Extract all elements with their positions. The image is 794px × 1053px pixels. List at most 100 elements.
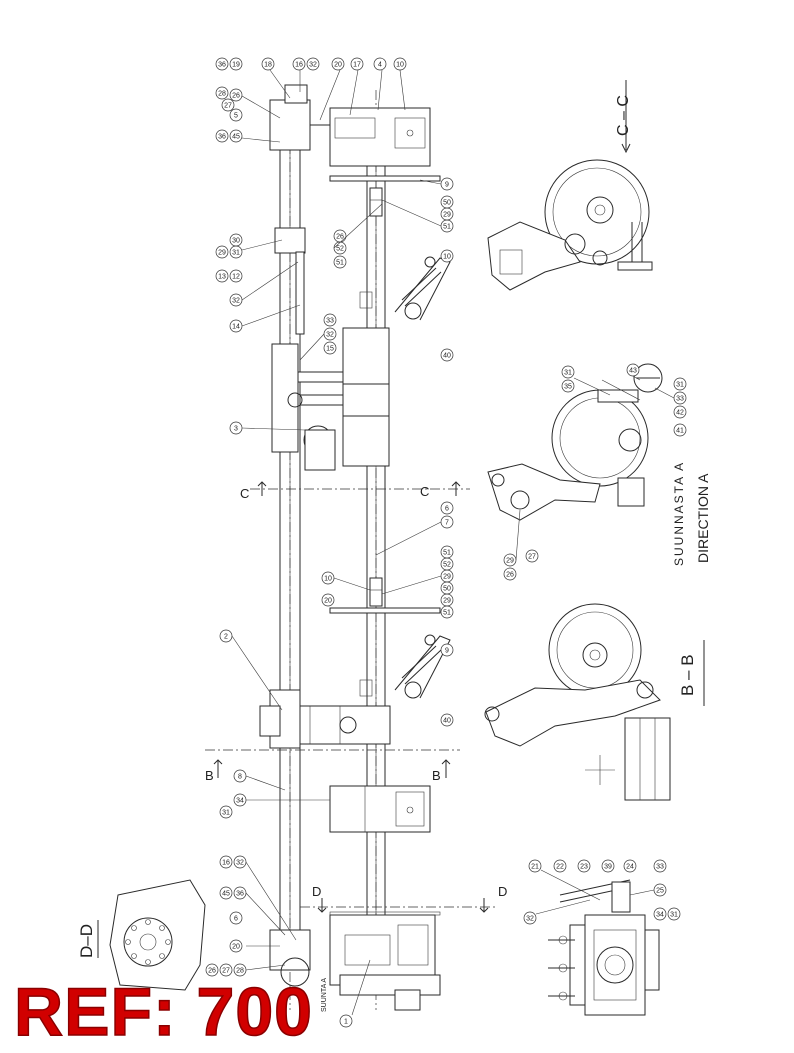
svg-text:21: 21: [531, 864, 539, 871]
callout-bubble: 32: [229, 293, 243, 307]
svg-text:30: 30: [232, 238, 240, 245]
direction-small-label: SUUNTA A: [321, 978, 328, 1012]
callout-bubble: 2: [219, 629, 233, 643]
callout-bubble: 52: [333, 241, 347, 255]
svg-text:17: 17: [353, 62, 361, 69]
callout-bubble: 42: [673, 405, 687, 419]
svg-text:26: 26: [208, 968, 216, 975]
callout-bubble: 15: [323, 341, 337, 355]
callout-bubble: 26: [205, 963, 219, 977]
callout-bubble: 10: [321, 571, 335, 585]
svg-text:19: 19: [232, 62, 240, 69]
svg-text:27: 27: [222, 968, 230, 975]
callout-bubble: 10: [393, 57, 407, 71]
svg-text:33: 33: [326, 318, 334, 325]
callout-bubble: 26: [333, 229, 347, 243]
svg-text:51: 51: [443, 610, 451, 617]
svg-text:31: 31: [676, 382, 684, 389]
svg-text:34: 34: [236, 798, 244, 805]
svg-text:29: 29: [443, 574, 451, 581]
svg-text:34: 34: [656, 912, 664, 919]
svg-text:51: 51: [443, 550, 451, 557]
svg-text:23: 23: [580, 864, 588, 871]
callout-bubble: 31: [561, 365, 575, 379]
callout-bubble: 14: [229, 319, 243, 333]
callout-bubble: 41: [673, 423, 687, 437]
reference-label: REF: 700: [13, 974, 313, 1050]
callout-bubble: 50: [440, 581, 454, 595]
callout-bubble: 39: [601, 859, 615, 873]
callout-bubble: 7: [440, 515, 454, 529]
callout-bubble: 35: [561, 379, 575, 393]
callout-bubble: 34: [233, 793, 247, 807]
svg-text:6: 6: [445, 506, 449, 513]
svg-text:33: 33: [676, 396, 684, 403]
callout-bubble: 33: [653, 859, 667, 873]
callout-bubble: 29: [440, 593, 454, 607]
callout-bubble: 43: [626, 363, 640, 377]
bottom-gearbox: [269, 911, 441, 1011]
callout-bubble: 29: [215, 245, 229, 259]
svg-text:28: 28: [236, 968, 244, 975]
svg-text:40: 40: [443, 718, 451, 725]
cut-letter-d-right: D: [498, 884, 507, 899]
callout-bubble: 6: [229, 911, 243, 925]
section-cc-label: C – C: [615, 95, 632, 136]
svg-text:10: 10: [324, 576, 332, 583]
svg-text:20: 20: [232, 944, 240, 951]
callout-bubble: 20: [229, 939, 243, 953]
svg-text:52: 52: [443, 562, 451, 569]
callout-bubble: 31: [667, 907, 681, 921]
detail-view: [548, 879, 660, 1016]
callout-bubble: 17: [350, 57, 364, 71]
callout-bubble: 31: [673, 377, 687, 391]
svg-text:51: 51: [443, 224, 451, 231]
svg-text:24: 24: [626, 864, 634, 871]
svg-text:31: 31: [232, 250, 240, 257]
middle-coupling: [329, 577, 441, 614]
svg-text:7: 7: [445, 520, 449, 527]
svg-text:3: 3: [234, 426, 238, 433]
svg-text:10: 10: [396, 62, 404, 69]
svg-text:51: 51: [336, 260, 344, 267]
callout-bubble: 10: [440, 249, 454, 263]
svg-text:45: 45: [232, 134, 240, 141]
svg-text:4: 4: [378, 62, 382, 69]
callout-bubble: 34: [653, 907, 667, 921]
callout-bubble: 30: [229, 233, 243, 247]
svg-text:12: 12: [232, 274, 240, 281]
cut-letter-b-left: B: [205, 768, 214, 783]
callout-bubble: 36: [215, 57, 229, 71]
callout-bubble: 13: [215, 269, 229, 283]
callout-bubble: 12: [229, 269, 243, 283]
svg-text:16: 16: [222, 860, 230, 867]
callout-bubble: 9: [440, 177, 454, 191]
direction-fi-label: SUUNNASTA A: [672, 461, 686, 566]
svg-text:29: 29: [506, 558, 514, 565]
svg-text:22: 22: [556, 864, 564, 871]
svg-text:28: 28: [218, 91, 226, 98]
callout-bubble: 26: [503, 567, 517, 581]
callout-bubble: 18: [261, 57, 275, 71]
svg-text:32: 32: [236, 860, 244, 867]
section-cuts: C C B B D D: [205, 481, 507, 913]
svg-text:31: 31: [564, 370, 572, 377]
svg-text:20: 20: [324, 598, 332, 605]
callout-bubble: 51: [440, 605, 454, 619]
upper-bracket: [271, 227, 390, 471]
svg-text:16: 16: [295, 62, 303, 69]
callout-bubble: 27: [525, 549, 539, 563]
callout-bubble: 19: [229, 57, 243, 71]
svg-text:50: 50: [443, 200, 451, 207]
svg-text:15: 15: [326, 346, 334, 353]
svg-text:32: 32: [232, 298, 240, 305]
callout-bubble: 25: [653, 883, 667, 897]
callout-bubble: 4: [373, 57, 387, 71]
section-dd-view: D–D: [77, 879, 206, 991]
callout-bubble: 32: [323, 327, 337, 341]
callout-bubble: 32: [306, 57, 320, 71]
callout-bubble: 5: [229, 108, 243, 122]
svg-text:33: 33: [656, 864, 664, 871]
svg-text:2: 2: [224, 634, 228, 641]
